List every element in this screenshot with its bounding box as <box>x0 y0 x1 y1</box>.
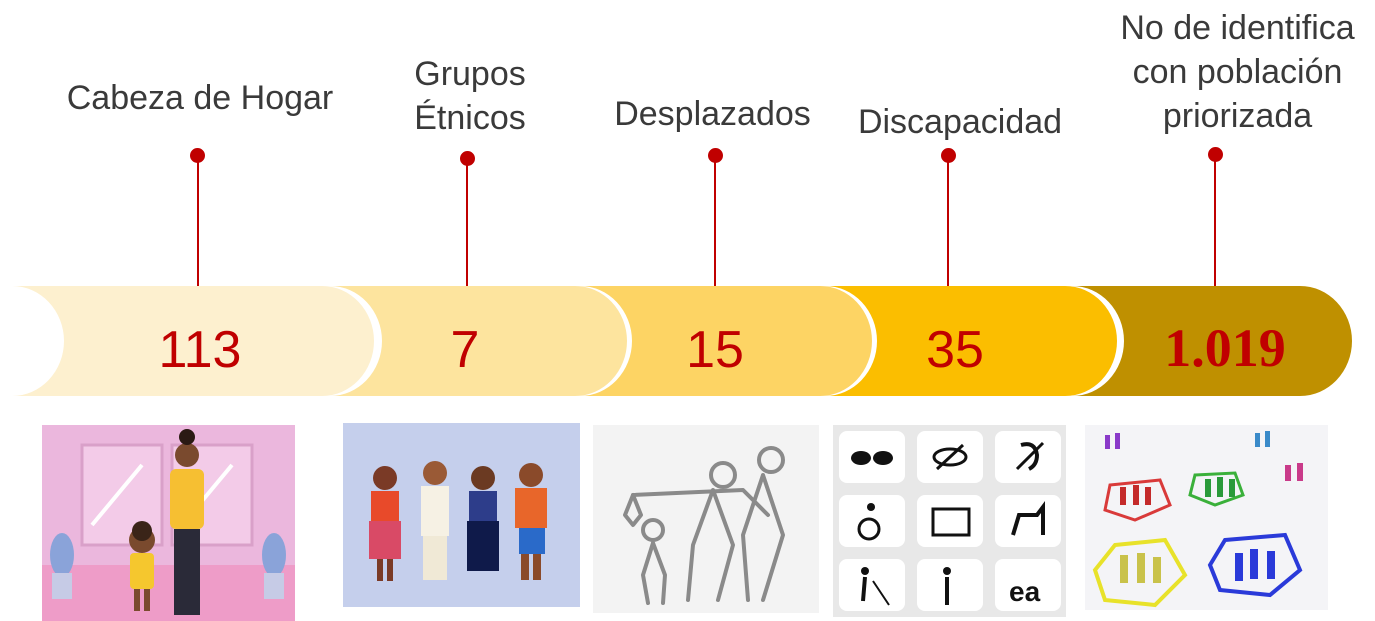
label-discapacidad: Discapacidad <box>857 103 1063 141</box>
pin-dot-5 <box>1208 147 1223 162</box>
pin-dot-1 <box>190 148 205 163</box>
label-cabeza-de-hogar: Cabeza de Hogar <box>66 79 334 117</box>
pin-line-1 <box>197 160 199 288</box>
pin-dot-4 <box>941 148 956 163</box>
segment-5 <box>1072 286 1352 396</box>
pin-dot-2 <box>460 151 475 166</box>
label-no-identifica: No de identifica con población priorizad… <box>1120 9 1355 135</box>
pin-line-3 <box>714 160 716 286</box>
pin-line-4 <box>947 160 949 286</box>
ethnic-groups-illustration <box>343 423 580 607</box>
segment-4 <box>825 286 1117 396</box>
value-grupos-etnicos: 7 <box>450 321 480 379</box>
mother-and-child-illustration <box>42 425 295 621</box>
pin-line-5 <box>1214 159 1216 286</box>
disability-symbols-grid: ea <box>833 425 1066 617</box>
segment-1 <box>12 286 374 396</box>
segment-3 <box>580 286 872 396</box>
label-grupos-etnicos: Grupos Étnicos <box>414 55 526 137</box>
value-no-identifica: 1.019 <box>1164 318 1286 378</box>
pin-dot-3 <box>708 148 723 163</box>
population-groups-illustration <box>1085 425 1328 610</box>
displaced-family-icon <box>593 425 819 613</box>
value-discapacidad: 35 <box>926 321 984 379</box>
svg-text:ea: ea <box>1009 576 1041 607</box>
label-desplazados: Desplazados <box>614 95 811 133</box>
value-desplazados: 15 <box>686 321 744 379</box>
segment-2 <box>330 286 627 396</box>
pin-line-2 <box>466 162 468 286</box>
value-cabeza-de-hogar: 113 <box>158 321 242 379</box>
